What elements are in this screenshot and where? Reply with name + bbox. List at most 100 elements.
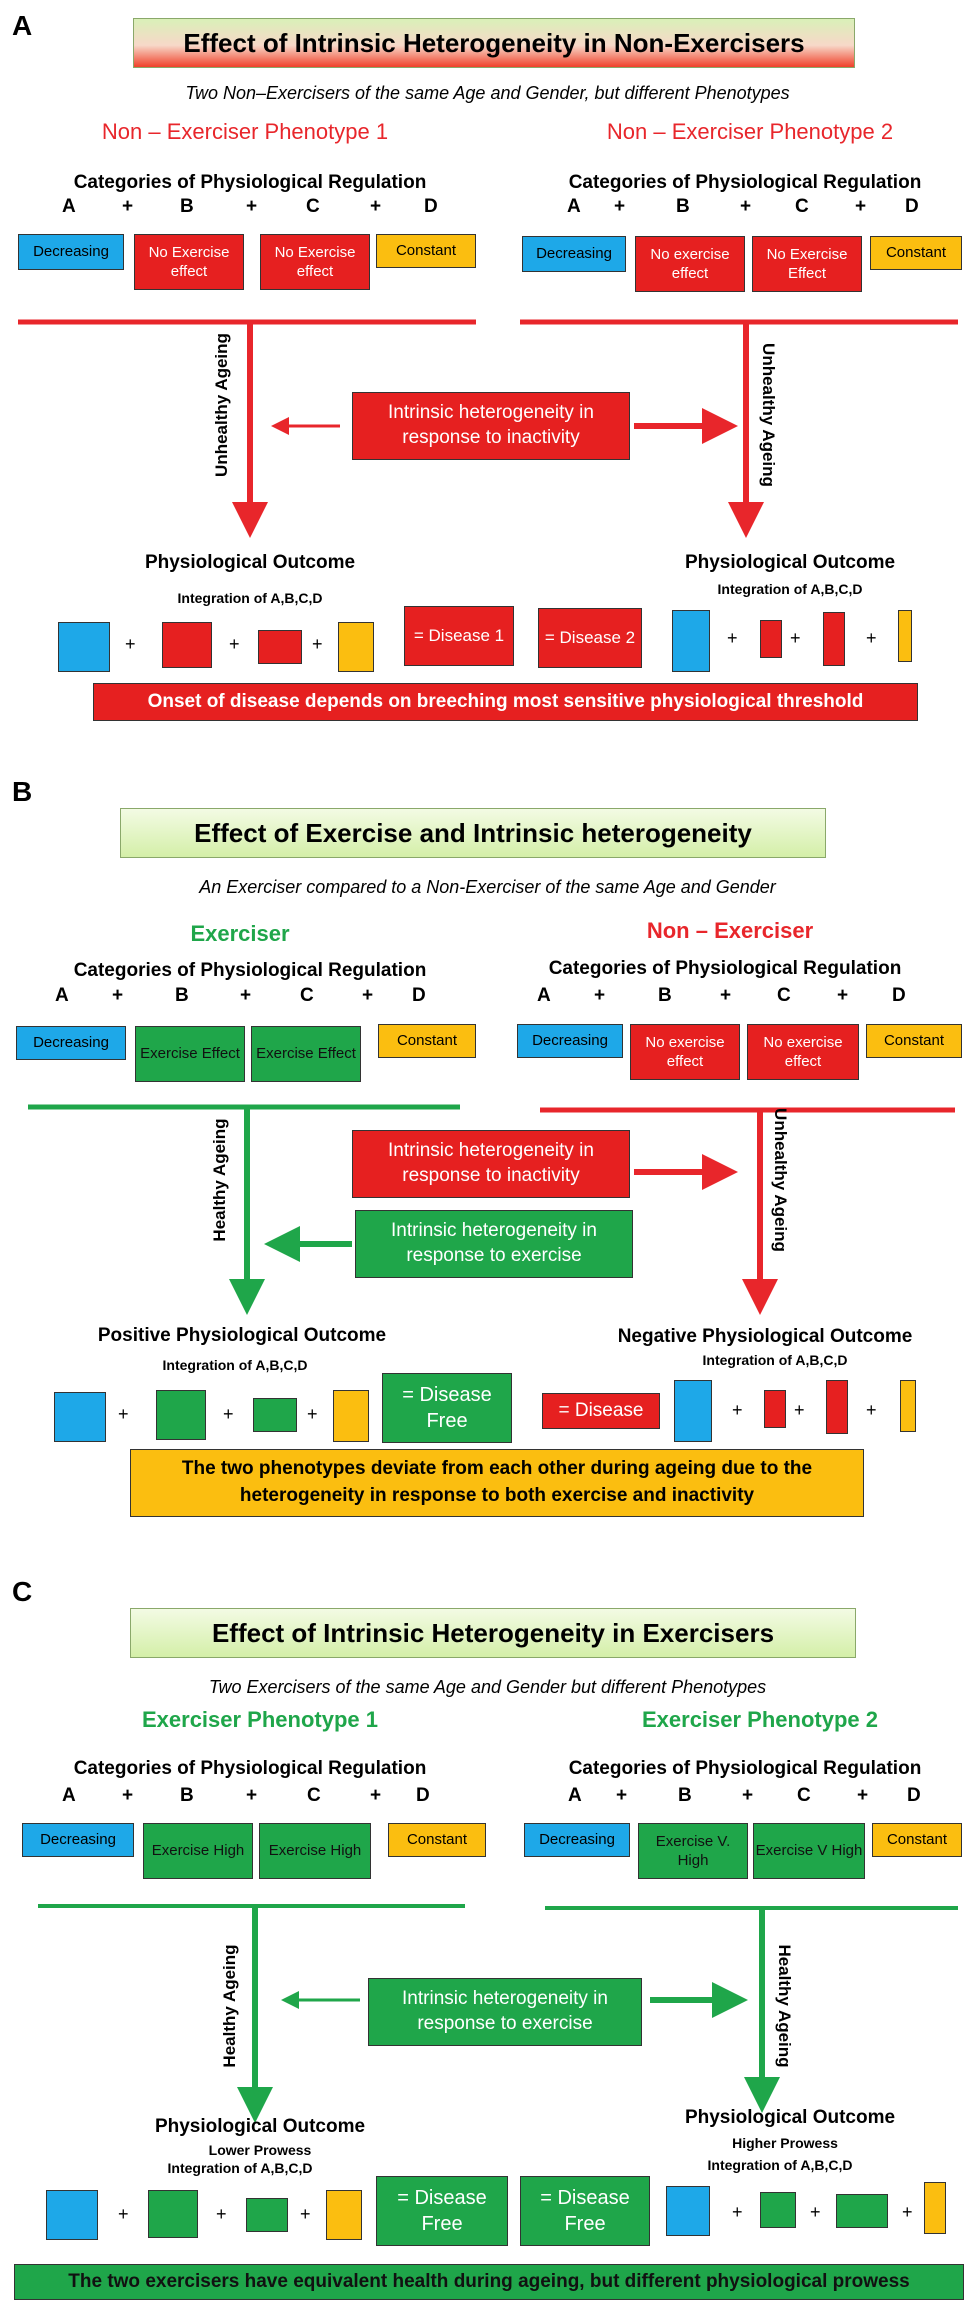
c-right-outcome: Physiological Outcome — [684, 2107, 896, 2128]
b-left-square-b — [156, 1390, 206, 1440]
letter-b: B — [180, 196, 194, 217]
c-right-disease-free-box: = Disease Free — [520, 2176, 650, 2246]
a-left-categories-title: Categories of Physiological Regulation — [73, 172, 427, 193]
plus: + — [855, 196, 867, 217]
plus: + — [732, 1400, 743, 1420]
a-right-phenotype: Non – Exerciser Phenotype 2 — [606, 119, 894, 144]
letter-a: A — [62, 196, 76, 217]
c-right-square-b — [760, 2192, 796, 2228]
plus: + — [790, 628, 801, 648]
plus: + — [118, 1404, 129, 1424]
b-left-box-exercise-c: Exercise Effect — [251, 1026, 361, 1082]
panel-c-subtitle: Two Exercisers of the same Age and Gende… — [208, 1677, 767, 1697]
c-right-ageing-label: Healthy Ageing — [775, 1944, 794, 2068]
plus: + — [370, 196, 382, 217]
a-right-outcome: Physiological Outcome — [684, 552, 896, 573]
letter-b: B — [180, 1785, 194, 1806]
a-right-categories-title: Categories of Physiological Regulation — [568, 172, 922, 193]
letter-c: C — [300, 985, 314, 1006]
a-banner: Onset of disease depends on breeching mo… — [93, 683, 918, 721]
panel-b-title: Effect of Exercise and Intrinsic heterog… — [120, 808, 826, 858]
letter-b: B — [175, 985, 189, 1006]
letter-c: C — [307, 1785, 321, 1806]
b-right-square-b — [764, 1390, 786, 1428]
plus: + — [370, 1785, 382, 1806]
c-banner: The two exercisers have equivalent healt… — [14, 2264, 964, 2300]
b-banner: The two phenotypes deviate from each oth… — [130, 1449, 864, 1517]
plus: + — [300, 2204, 311, 2224]
c-right-square-c — [836, 2194, 888, 2228]
b-right-box-decreasing: Decreasing — [517, 1024, 623, 1058]
letter-c: C — [795, 196, 809, 217]
a-left-disease-box: = Disease 1 — [404, 606, 514, 666]
a-right-square-b — [760, 620, 782, 658]
letter-d: D — [412, 985, 426, 1006]
b-left-phenotype: Exerciser — [190, 921, 290, 946]
c-left-square-c — [246, 2198, 288, 2232]
panel-b-label: B — [12, 776, 33, 807]
plus: + — [112, 985, 124, 1006]
a-right-square-c — [823, 612, 845, 666]
letter-a: A — [62, 1785, 76, 1806]
a-right-ageing-label: Unhealthy Ageing — [759, 343, 778, 487]
letter-d: D — [892, 985, 906, 1006]
b-right-square-a — [674, 1380, 712, 1442]
a-left-phenotype: Non – Exerciser Phenotype 1 — [101, 119, 389, 144]
a-left-square-d — [338, 622, 374, 672]
plus: + — [216, 2204, 227, 2224]
a-left-outcome: Physiological Outcome — [144, 552, 356, 573]
c-left-ageing-label: Healthy Ageing — [220, 1944, 239, 2068]
a-right-disease-box: = Disease 2 — [538, 608, 642, 668]
b-left-outcome: Positive Physiological Outcome — [97, 1325, 387, 1346]
letter-b: B — [676, 196, 690, 217]
a-right-box-decreasing: Decreasing — [522, 236, 626, 272]
letter-c: C — [777, 985, 791, 1006]
c-right-square-a — [666, 2186, 710, 2236]
c-left-disease-free-box: = Disease Free — [376, 2176, 508, 2246]
plus: + — [616, 1785, 628, 1806]
a-right-box-no-exercise-c: No Exercise Effect — [752, 236, 862, 292]
b-right-categories-title: Categories of Physiological Regulation — [548, 958, 902, 979]
panel-c-label: C — [12, 1576, 33, 1607]
a-center-heterogeneity-box: Intrinsic heterogeneity in response to i… — [352, 392, 630, 460]
letter-c: C — [306, 196, 320, 217]
a-left-box-no-exercise-c: No Exercise effect — [260, 234, 370, 290]
b-center-exercise-box: Intrinsic heterogeneity in response to e… — [355, 1210, 633, 1278]
plus: + — [614, 196, 626, 217]
letter-a: A — [567, 196, 581, 217]
a-left-box-no-exercise-b: No Exercise effect — [134, 234, 244, 290]
b-left-square-c — [253, 1398, 297, 1432]
plus: + — [866, 1400, 877, 1420]
b-left-box-exercise-b: Exercise Effect — [135, 1026, 245, 1082]
plus: + — [837, 985, 849, 1006]
plus: + — [727, 628, 738, 648]
a-right-square-a — [672, 610, 710, 672]
plus: + — [118, 2204, 129, 2224]
c-left-square-d — [326, 2190, 362, 2240]
letter-d: D — [907, 1785, 921, 1806]
b-right-box-no-exercise-c: No exercise effect — [747, 1024, 859, 1080]
c-left-square-a — [46, 2190, 98, 2240]
a-left-square-a — [58, 622, 110, 672]
panel-a-title: Effect of Intrinsic Heterogeneity in Non… — [133, 18, 855, 68]
plus: + — [122, 196, 134, 217]
a-left-square-b — [162, 622, 212, 668]
c-right-phenotype: Exerciser Phenotype 2 — [641, 1707, 878, 1732]
a-left-box-constant: Constant — [376, 234, 476, 268]
c-left-box-exercise-c: Exercise High — [259, 1823, 371, 1879]
panel-b-subtitle: An Exerciser compared to a Non-Exerciser… — [199, 877, 776, 897]
c-right-box-exercise-c: Exercise V High — [753, 1823, 865, 1879]
c-right-box-constant: Constant — [872, 1823, 962, 1857]
plus: + — [122, 1785, 134, 1806]
b-right-integration: Integration of A,B,C,D — [702, 1352, 848, 1368]
b-right-square-c — [826, 1380, 848, 1434]
c-right-square-d — [924, 2182, 946, 2234]
letter-a: A — [568, 1785, 582, 1806]
c-left-prowess: Lower Prowess — [208, 2142, 312, 2158]
b-left-ageing-label: Healthy Ageing — [210, 1118, 229, 1242]
c-right-box-exercise-b: Exercise V. High — [638, 1823, 748, 1879]
c-left-phenotype: Exerciser Phenotype 1 — [141, 1707, 378, 1732]
plus: + — [902, 2202, 913, 2222]
letter-d: D — [905, 196, 919, 217]
c-letters-row: A + B + C + D A + B + C + D — [0, 1785, 975, 1809]
